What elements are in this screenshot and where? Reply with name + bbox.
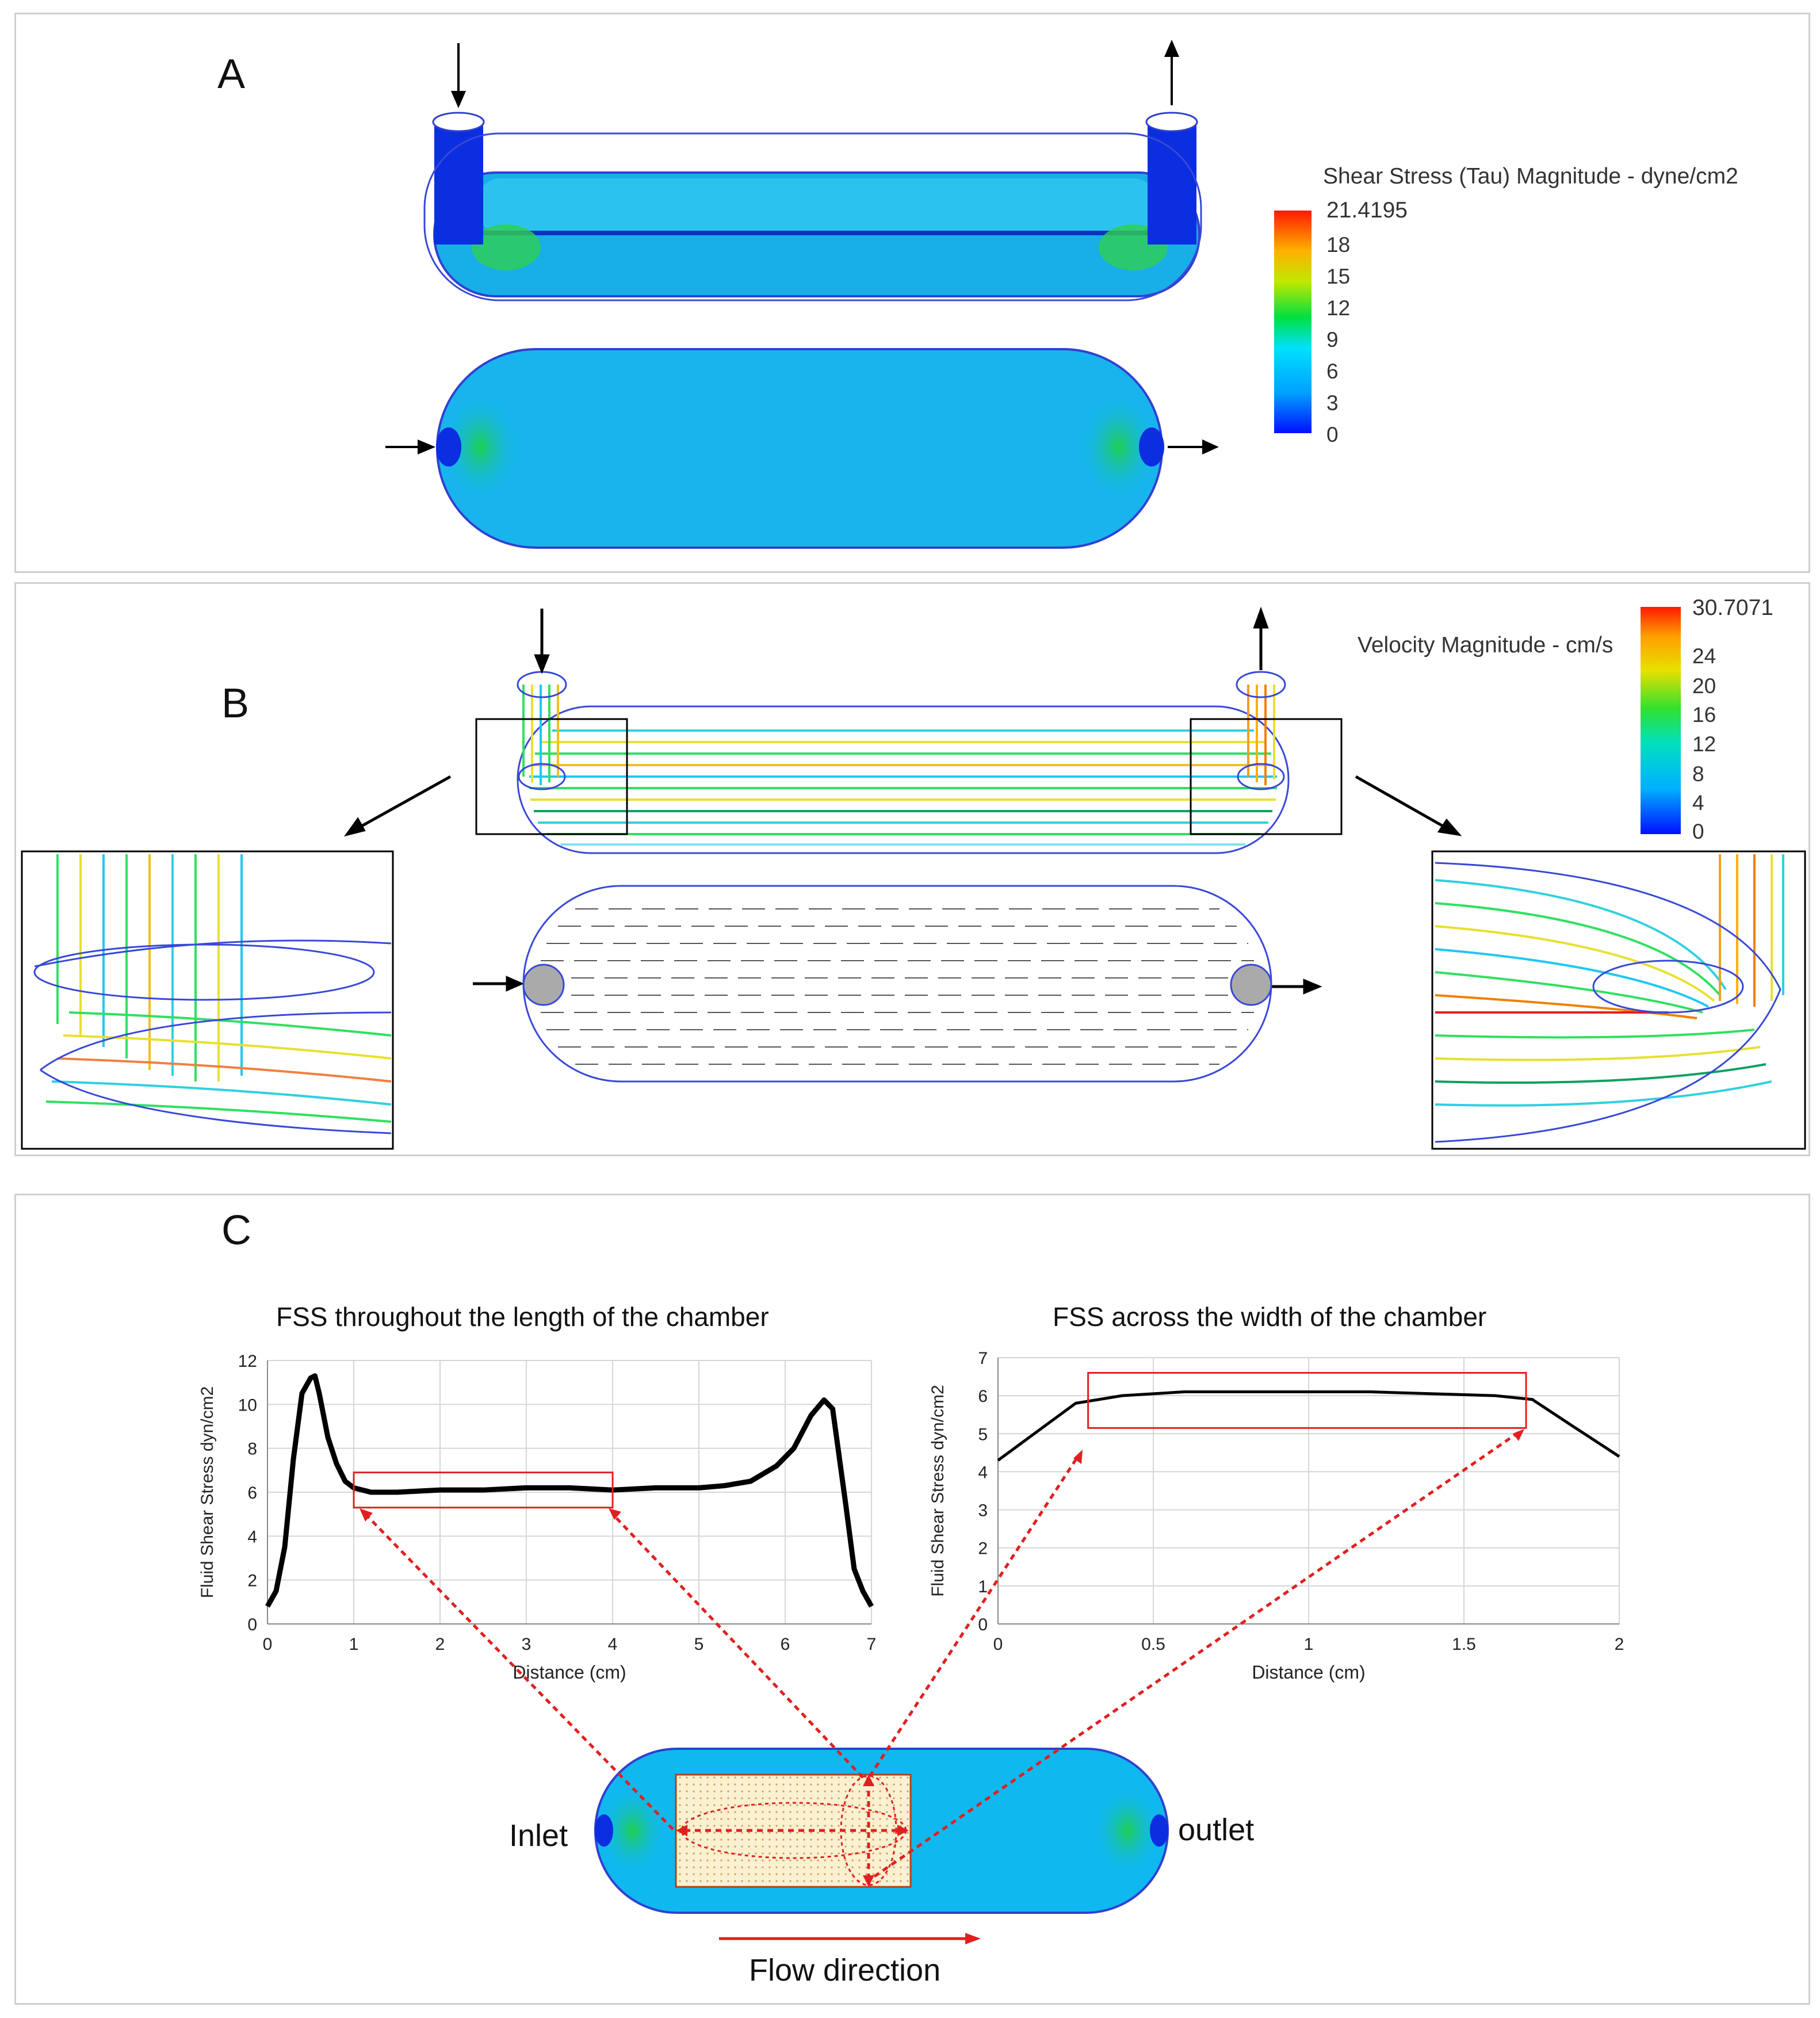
velocity-legend-title: Velocity Magnitude - cm/s <box>1358 633 1613 658</box>
y-tick-label: 6 <box>978 1387 988 1406</box>
highlight-box <box>353 1472 614 1509</box>
panel-b-graphics <box>21 606 1806 1150</box>
flow-direction-label: Flow direction <box>749 1953 941 1988</box>
y-tick-label: 4 <box>247 1527 257 1546</box>
shear-legend-max: 21.4195 <box>1326 198 1408 223</box>
y-axis-label: Fluid Shear Stress dyn/cm2 <box>928 1385 947 1596</box>
shear-tick: 12 <box>1326 296 1351 320</box>
panel-b-letter: B <box>221 681 250 727</box>
chamber-streamlines <box>517 671 1290 854</box>
highlight-box <box>1087 1371 1527 1429</box>
y-tick-label: 1 <box>978 1577 988 1596</box>
flow-arrows-a <box>385 39 1219 455</box>
series-line <box>997 1390 1620 1462</box>
chamber-top-shear <box>436 348 1164 549</box>
shear-legend-title: Shear Stress (Tau) Magnitude - dyne/cm2 <box>1323 164 1738 189</box>
chamber-3d-shear <box>423 112 1202 301</box>
x-tick-label: 4 <box>608 1635 618 1654</box>
shear-tick: 9 <box>1326 328 1339 351</box>
velocity-tick: 0 <box>1692 820 1704 843</box>
x-tick-label: 5 <box>694 1635 704 1654</box>
y-tick-label: 7 <box>978 1349 988 1368</box>
shear-tick: 0 <box>1326 423 1339 446</box>
y-tick-label: 12 <box>238 1352 257 1371</box>
x-tick-label: 0.5 <box>1141 1635 1165 1654</box>
zoom-inset-right <box>1431 850 1806 1150</box>
x-tick-label: 6 <box>781 1635 790 1654</box>
velocity-legend <box>1641 607 1681 834</box>
x-axis-label: Distance (cm) <box>1252 1662 1365 1683</box>
x-axis-label: Distance (cm) <box>513 1662 626 1683</box>
x-tick-label: 0 <box>993 1635 1003 1654</box>
flow-arrows-b <box>343 606 1462 995</box>
y-tick-label: 6 <box>247 1484 257 1503</box>
velocity-tick: 16 <box>1692 703 1716 727</box>
panel-a-graphics <box>385 39 1312 549</box>
velocity-tick: 4 <box>1692 791 1704 815</box>
y-axis-label: Fluid Shear Stress dyn/cm2 <box>198 1386 217 1598</box>
y-tick-label: 3 <box>978 1501 988 1520</box>
y-tick-label: 4 <box>978 1463 988 1482</box>
x-tick-label: 1 <box>349 1635 359 1654</box>
y-tick-label: 2 <box>978 1539 988 1558</box>
y-tick-label: 0 <box>978 1615 988 1634</box>
chart-length-title: FSS throughout the length of the chamber <box>276 1302 769 1332</box>
chamber-vectors <box>522 885 1272 1083</box>
velocity-legend-max: 30.7071 <box>1692 595 1773 620</box>
y-tick-label: 2 <box>247 1572 257 1591</box>
zoom-boxes <box>475 718 1343 835</box>
measurement-arrows <box>364 1431 1520 1881</box>
y-tick-label: 0 <box>247 1615 257 1634</box>
x-tick-label: 1 <box>1304 1635 1314 1654</box>
x-tick-label: 2 <box>435 1635 445 1654</box>
y-tick-label: 5 <box>978 1425 988 1444</box>
velocity-tick: 8 <box>1692 762 1704 786</box>
inlet-label: Inlet <box>509 1818 568 1853</box>
shear-legend <box>1274 211 1312 433</box>
x-tick-label: 0 <box>263 1635 273 1654</box>
y-tick-label: 8 <box>247 1440 257 1459</box>
panel-a-letter: A <box>217 51 246 97</box>
x-tick-label: 1.5 <box>1452 1635 1476 1654</box>
shear-tick: 18 <box>1326 233 1351 257</box>
zoom-inset-left <box>21 850 394 1150</box>
panel-c-letter: C <box>221 1207 251 1253</box>
y-tick-label: 10 <box>238 1396 257 1415</box>
velocity-tick: 20 <box>1692 674 1716 698</box>
x-tick-label: 7 <box>867 1635 877 1654</box>
velocity-tick: 12 <box>1692 732 1716 756</box>
shear-tick: 6 <box>1326 360 1339 383</box>
x-tick-label: 2 <box>1615 1635 1624 1654</box>
outlet-label: outlet <box>1178 1813 1255 1847</box>
chart-width-title: FSS across the width of the chamber <box>1053 1302 1487 1332</box>
series-line <box>265 1373 874 1608</box>
velocity-tick: 24 <box>1692 644 1716 668</box>
shear-tick: 3 <box>1326 391 1339 415</box>
shear-tick: 15 <box>1326 265 1351 288</box>
x-tick-label: 3 <box>522 1635 532 1654</box>
